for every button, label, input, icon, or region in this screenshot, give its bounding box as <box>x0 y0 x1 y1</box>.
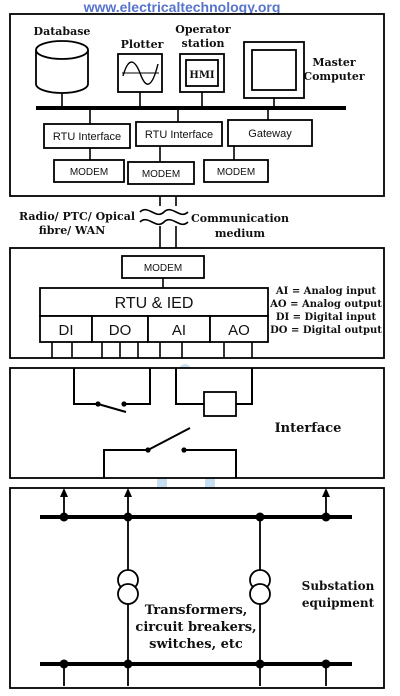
gateway-label: Gateway <box>248 128 292 140</box>
operator-label-1: Operator <box>175 23 231 36</box>
modem-3-box <box>203 159 269 183</box>
comm-left-label-2: fibre/ WAN <box>39 224 106 237</box>
equipment-label-2: circuit breakers, <box>135 620 256 635</box>
gateway-box <box>227 119 313 147</box>
hmi-label: HMI <box>189 70 215 81</box>
ai-box <box>147 315 211 343</box>
substation-label-1: Substation <box>302 579 375 593</box>
legend-ai: AI = Analog input <box>275 286 377 297</box>
ai-label: AI <box>172 322 186 339</box>
interface-panel: Interface <box>9 367 385 479</box>
legend-ao: AO = Analog output <box>269 299 382 310</box>
equipment-label-3: switches, etc <box>149 637 243 652</box>
interface-label: Interface <box>275 421 342 436</box>
rtu-interface-1-label: RTU Interface <box>53 131 121 143</box>
plotter-label: Plotter <box>121 38 164 51</box>
modem-2-box <box>127 161 195 185</box>
di-box <box>39 315 93 343</box>
comm-right-label-1: Communication <box>191 212 289 225</box>
modem-1-label: MODEM <box>70 167 108 178</box>
equipment-label-1: Transformers, <box>145 603 248 618</box>
rtu-interface-2-label: RTU Interface <box>145 129 213 141</box>
database-label: Database <box>34 25 91 38</box>
ao-box <box>209 315 269 343</box>
master-label-2: Computer <box>303 70 364 83</box>
operator-label-2: station <box>182 37 225 50</box>
communication-medium <box>139 196 189 248</box>
di-label: DI <box>59 322 74 339</box>
substation-panel: Transformers, circuit breakers, switches… <box>9 487 385 689</box>
do-label: DO <box>109 322 132 339</box>
substation-label-2: equipment <box>302 596 375 610</box>
modem-2-label: MODEM <box>142 169 180 180</box>
ao-label: AO <box>228 322 250 339</box>
master-label-1: Master <box>312 56 356 69</box>
modem-1-box <box>53 159 125 183</box>
modem-3-label: MODEM <box>217 167 255 178</box>
transformer-1-icon <box>117 569 139 605</box>
relay-coil-box <box>203 391 237 417</box>
comm-right-label-2: medium <box>215 227 266 240</box>
rtu-panel: MODEM RTU & IED DI DO AI AO AI = Analog … <box>9 247 385 359</box>
control-center-panel: Database Plotter Operator station Master… <box>9 13 385 197</box>
transformer-2-icon <box>249 569 271 605</box>
legend-di: DI = Digital input <box>276 312 377 323</box>
master-computer-icon <box>243 41 305 99</box>
watermark-text: www.electricaltechnology.org <box>83 0 281 15</box>
rtu-interface-2-box <box>135 121 223 147</box>
rtu-ied-label: RTU & IED <box>115 295 194 312</box>
plotter-icon <box>117 53 163 93</box>
rtu-interface-1-box <box>43 123 131 149</box>
hmi-icon <box>179 53 225 93</box>
database-icon <box>35 40 89 94</box>
legend-do: DO = Digital output <box>270 325 382 336</box>
comm-left-label-1: Radio/ PTC/ Opical <box>19 210 135 223</box>
rtu-modem-label: MODEM <box>144 263 182 274</box>
